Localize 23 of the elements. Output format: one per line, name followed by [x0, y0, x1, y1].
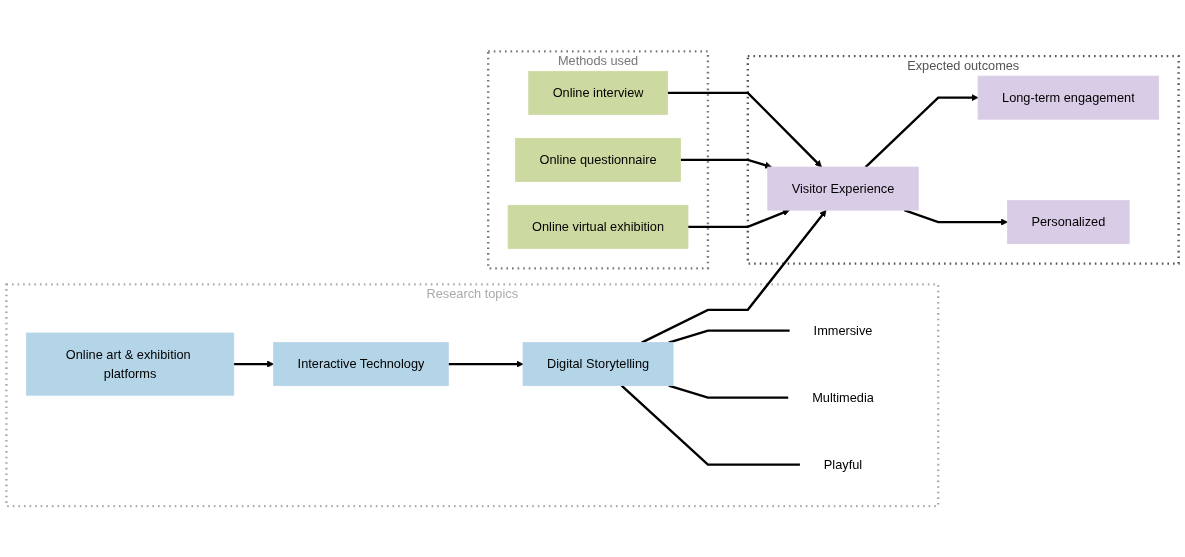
node-box: Online interview	[528, 70, 668, 115]
node-box: Interactive Technology	[273, 341, 449, 386]
arrow	[688, 209, 790, 228]
node-box: Visitor Experience	[767, 166, 919, 211]
arrow	[667, 91, 822, 168]
node-box: Online virtual exhibition	[507, 204, 689, 249]
arrow	[864, 93, 979, 168]
node-text: Immersive	[813, 323, 873, 337]
node-box: Personalized	[1007, 199, 1130, 244]
node-text: Playful	[823, 457, 863, 471]
node-box: Digital Storytelling	[522, 341, 674, 386]
node-box: Online questionnaire	[515, 137, 681, 182]
arrow	[448, 360, 524, 368]
node-box: Online art & exhibition platforms	[25, 332, 235, 396]
arrow	[233, 360, 274, 368]
arrow	[680, 158, 772, 169]
arrow	[641, 209, 827, 344]
arrow	[903, 208, 1008, 226]
connector	[668, 384, 789, 399]
node-text: Multimedia	[812, 390, 874, 404]
connector	[668, 329, 790, 344]
connector	[620, 384, 800, 466]
node-box: Long-term engagement	[977, 75, 1160, 120]
